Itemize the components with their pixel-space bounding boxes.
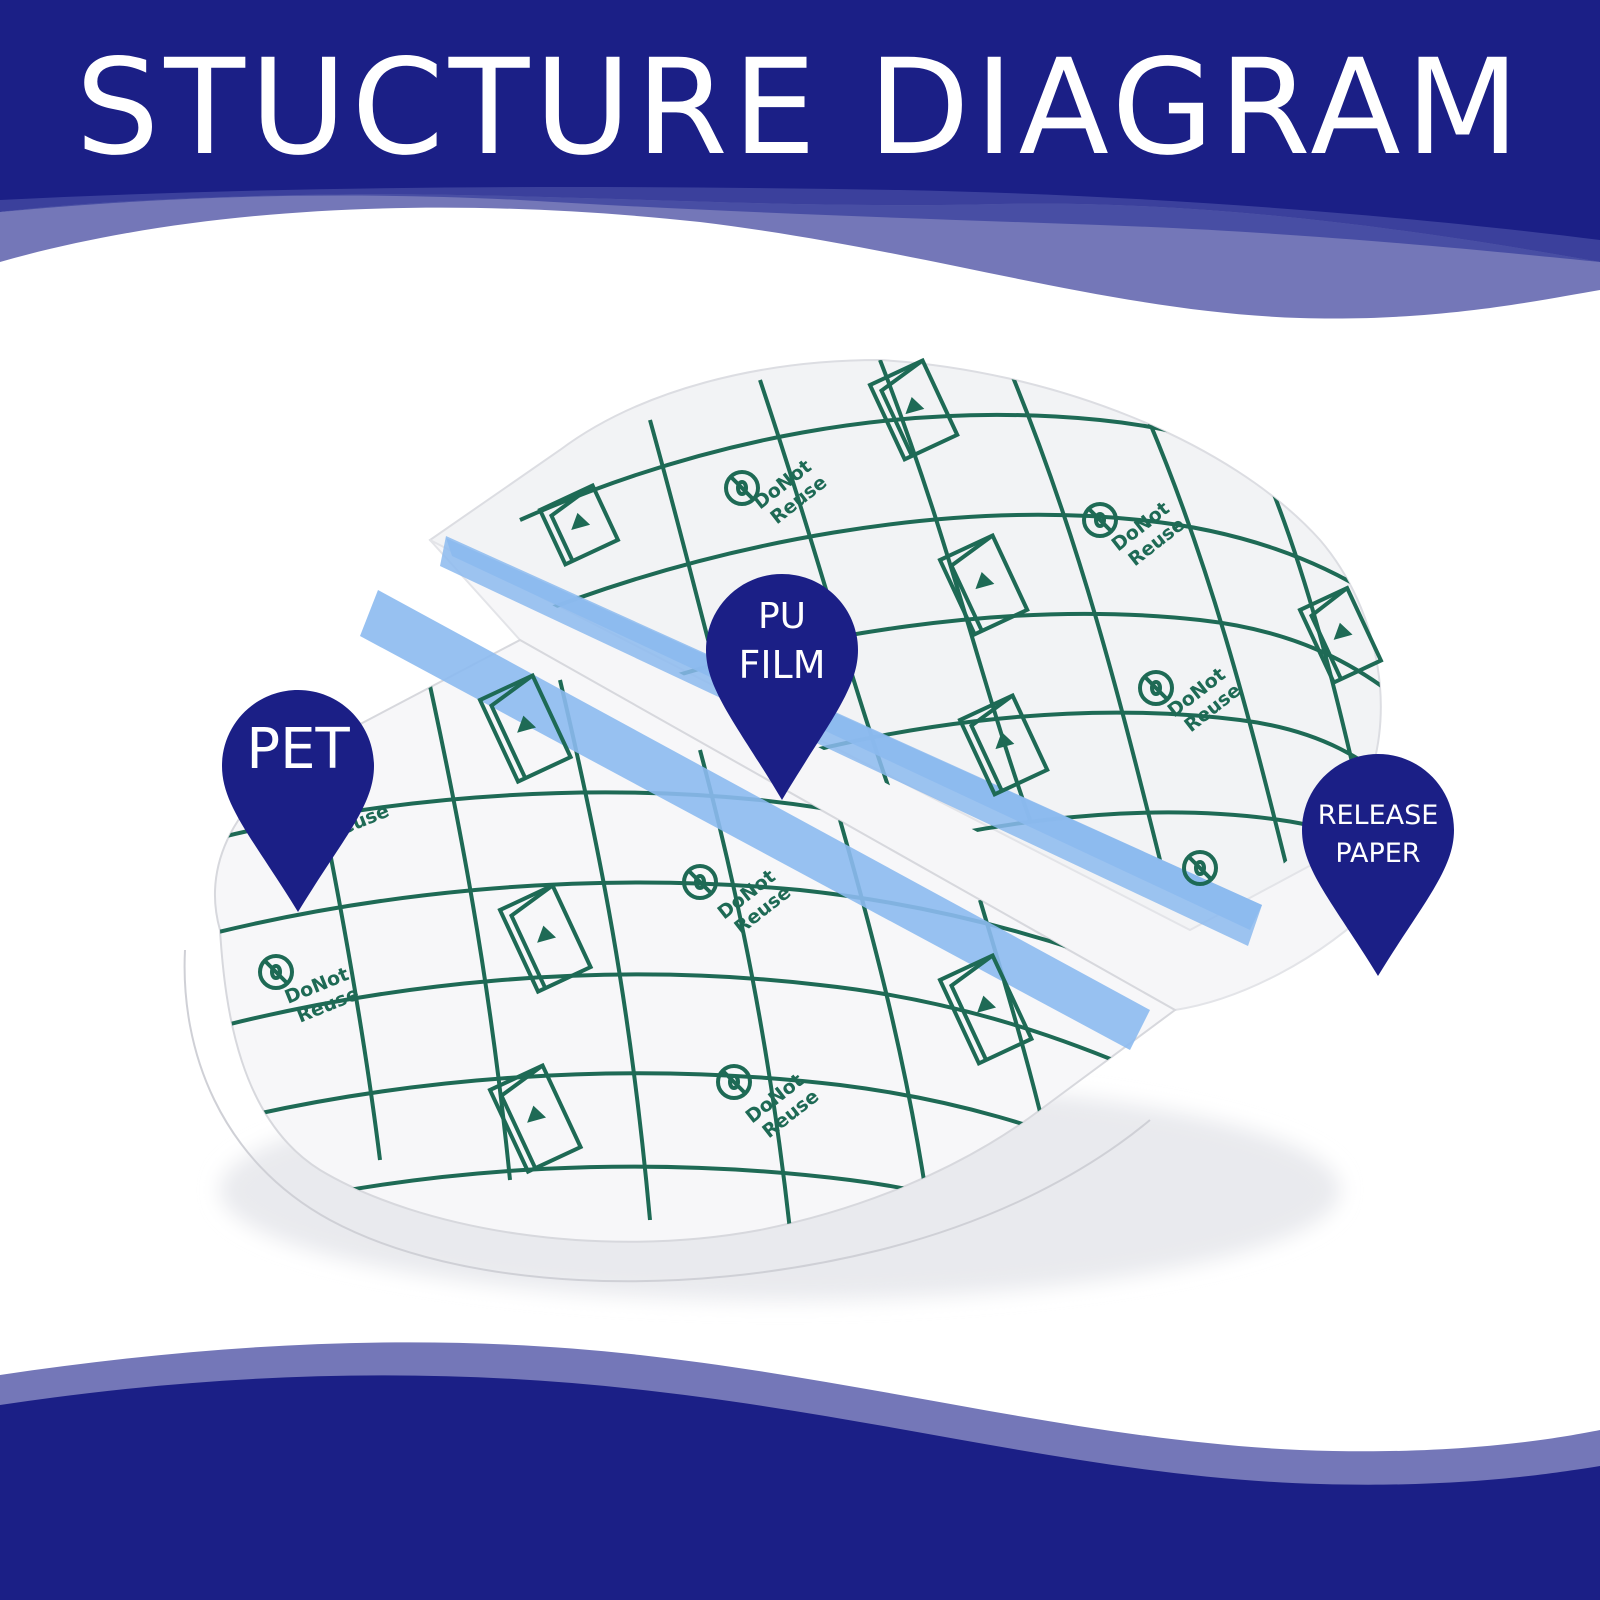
- pu-film-label-line1: PU: [757, 596, 807, 637]
- release-paper-label-line1: RELEASE: [1317, 800, 1439, 831]
- pet-label: PET: [246, 717, 350, 782]
- top-wave-edge: [0, 218, 1600, 345]
- pu-film-label-pin: PU FILM: [706, 574, 858, 800]
- top-wave-mid: [0, 187, 1600, 262]
- peel-tab-icons: [477, 357, 1384, 1175]
- top-banner: [0, 0, 1600, 262]
- map-pin-icon: [706, 574, 858, 800]
- pet-edge: [183, 949, 1151, 1283]
- pet-tape: [360, 590, 1150, 1050]
- pet-label-pin: PET: [222, 690, 374, 912]
- release-paper-label-pin: RELEASE PAPER: [1302, 754, 1454, 976]
- map-pin-icon: [222, 690, 374, 912]
- do-not-reuse-icons: [258, 470, 1218, 1100]
- page-title: STUCTURE DIAGRAM: [75, 31, 1525, 185]
- bottom-banner: [0, 1375, 1600, 1600]
- release-paper-label-line2: PAPER: [1335, 838, 1421, 869]
- map-pin-icon: [1302, 754, 1454, 976]
- pu-film-tape-body: [440, 536, 1262, 946]
- pu-film-label-line2: FILM: [738, 643, 826, 687]
